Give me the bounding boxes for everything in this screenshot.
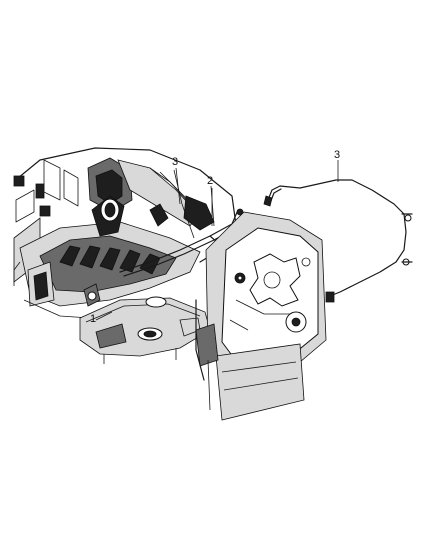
callout-3-left: 3 [172, 156, 178, 168]
engine-front-cover [195, 211, 327, 421]
intake-manifold [13, 195, 201, 319]
lower-mounting-tray [79, 296, 211, 364]
callout-3-right: 3 [334, 149, 340, 161]
callout-1: 1 [90, 313, 96, 325]
callout-2: 2 [207, 175, 213, 187]
callout-leaders [95, 160, 339, 321]
vacuum-hose-assembly [263, 179, 413, 303]
